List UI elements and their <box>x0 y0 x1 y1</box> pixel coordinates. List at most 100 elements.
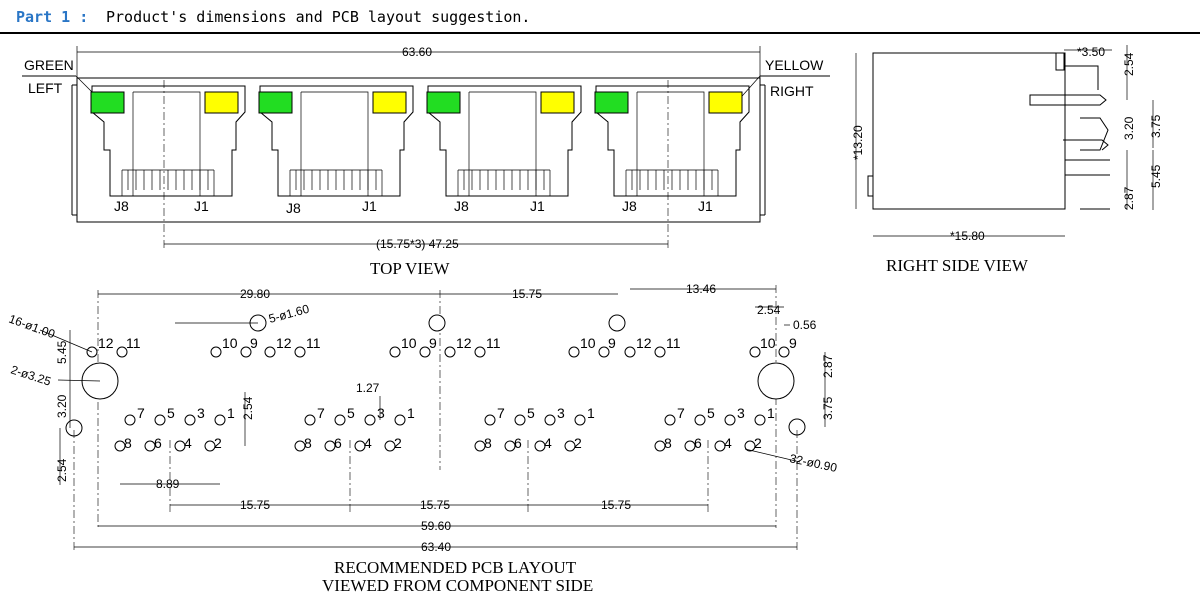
led-green <box>426 91 461 114</box>
port-3: J8 J1 <box>426 85 582 214</box>
dim-3-20: 3.20 <box>1122 116 1136 140</box>
dim-2-54: 2.54 <box>1122 52 1136 76</box>
pin-12: 12 <box>456 335 472 351</box>
side-pin-lower <box>1065 159 1110 210</box>
side-body <box>872 52 1066 210</box>
dim-5-45: 5.45 <box>1149 164 1163 188</box>
pin-hole <box>294 440 306 452</box>
pin-hole <box>654 346 666 358</box>
contacts <box>625 169 719 196</box>
pin-hole <box>534 440 546 452</box>
port-1: J8 J1 <box>90 85 246 214</box>
pin-hole <box>210 346 222 358</box>
label-green: GREEN <box>24 57 74 73</box>
part-label: Part 1 : <box>16 8 89 26</box>
pin-9: 9 <box>429 335 437 351</box>
pin-hole <box>568 346 580 358</box>
pin-hole <box>294 346 306 358</box>
side-pin-middle <box>1063 117 1109 151</box>
dim-15-75-b: 15.75 <box>420 498 450 512</box>
signal-pins-port-2: 7 5 3 1 8 6 4 2 <box>294 405 415 452</box>
leader-line <box>39 329 93 353</box>
pin-hole <box>204 440 216 452</box>
dim-2-54-port: 2.54 <box>241 396 255 420</box>
pin-hole <box>334 414 346 426</box>
right-side-view: *3.50 2.54 3.20 3.75 5.45 2.87 *13.20 *1… <box>851 45 1163 275</box>
pin-hole <box>354 440 366 452</box>
pin-9: 9 <box>608 335 616 351</box>
pin-hole <box>444 346 456 358</box>
pin-hole <box>174 440 186 452</box>
port-opening <box>427 85 582 197</box>
pin-hole <box>324 440 336 452</box>
side-latch <box>1055 53 1065 71</box>
pin-11: 11 <box>306 335 321 351</box>
dim-3-20: 3.20 <box>55 394 69 418</box>
callout-2-holes: 2-ø3.25 <box>9 363 53 389</box>
pin-hole <box>114 440 126 452</box>
pin-hole <box>694 414 706 426</box>
dim-63-60: 63.60 <box>402 45 432 59</box>
pin-6: 6 <box>154 435 162 451</box>
pin-7: 7 <box>137 405 145 421</box>
pin-label-j8: J8 <box>622 198 637 214</box>
dim-29-80: 29.80 <box>240 287 270 301</box>
pin-hole <box>214 414 226 426</box>
pin-hole <box>714 440 726 452</box>
mounting-hole <box>757 362 795 400</box>
label-yellow: YELLOW <box>765 57 824 73</box>
dim-15-75-top: 15.75 <box>512 287 542 301</box>
dim-59-60: 59.60 <box>421 519 451 533</box>
pin-9: 9 <box>250 335 258 351</box>
port-opening <box>595 85 750 197</box>
pin-4: 4 <box>544 435 552 451</box>
pin-4: 4 <box>364 435 372 451</box>
pin-9: 9 <box>789 335 797 351</box>
pin-hole <box>474 346 486 358</box>
port-opening <box>91 85 246 197</box>
dim-15-75-a: 15.75 <box>240 498 270 512</box>
pcb-layout: 29.80 15.75 13.46 12 11 10 9 12 11 <box>7 282 839 595</box>
pin-5: 5 <box>707 405 715 421</box>
dim-3-75: 3.75 <box>1149 114 1163 138</box>
pin-label-j1: J1 <box>362 198 377 214</box>
pin-3: 3 <box>737 405 745 421</box>
dim-2-54-left: 2.54 <box>55 458 69 482</box>
pin-2: 2 <box>574 435 582 451</box>
pin-10: 10 <box>760 335 776 351</box>
contacts <box>121 169 215 196</box>
dim-3-75: 3.75 <box>821 396 835 420</box>
pin-12: 12 <box>276 335 292 351</box>
dim-13-20: *13.20 <box>851 125 865 160</box>
led-yellow <box>708 91 743 114</box>
pin-1: 1 <box>767 405 775 421</box>
pin-11: 11 <box>486 335 501 351</box>
pin-10: 10 <box>580 335 596 351</box>
pin-6: 6 <box>334 435 342 451</box>
dim-0-56: 0.56 <box>793 318 817 332</box>
pin-hole <box>474 440 486 452</box>
side-pin-upper <box>1029 65 1107 106</box>
pin-hole <box>144 440 156 452</box>
pin-label-j8: J8 <box>286 200 301 216</box>
pin-12: 12 <box>636 335 652 351</box>
pin-hole <box>124 414 136 426</box>
dim-5-45: 5.45 <box>55 340 69 364</box>
pin-hole <box>116 346 128 358</box>
led-yellow <box>540 91 575 114</box>
pin-6: 6 <box>514 435 522 451</box>
dim-13-46: 13.46 <box>686 282 716 296</box>
dim-1-27: 1.27 <box>356 381 380 395</box>
pin-5: 5 <box>167 405 175 421</box>
pin-11: 11 <box>126 335 141 351</box>
pin-label-j1: J1 <box>698 198 713 214</box>
leader-line <box>744 448 801 463</box>
dim-47-25: (15.75*3) 47.25 <box>376 237 459 251</box>
dim-15-75-c: 15.75 <box>601 498 631 512</box>
led-hole <box>428 314 446 332</box>
top-view: 63.60 GREEN LEFT YELLOW RIGHT J8 J1 <box>22 45 830 278</box>
contacts <box>289 169 383 196</box>
leader-line <box>57 379 101 382</box>
pin-7: 7 <box>677 405 685 421</box>
